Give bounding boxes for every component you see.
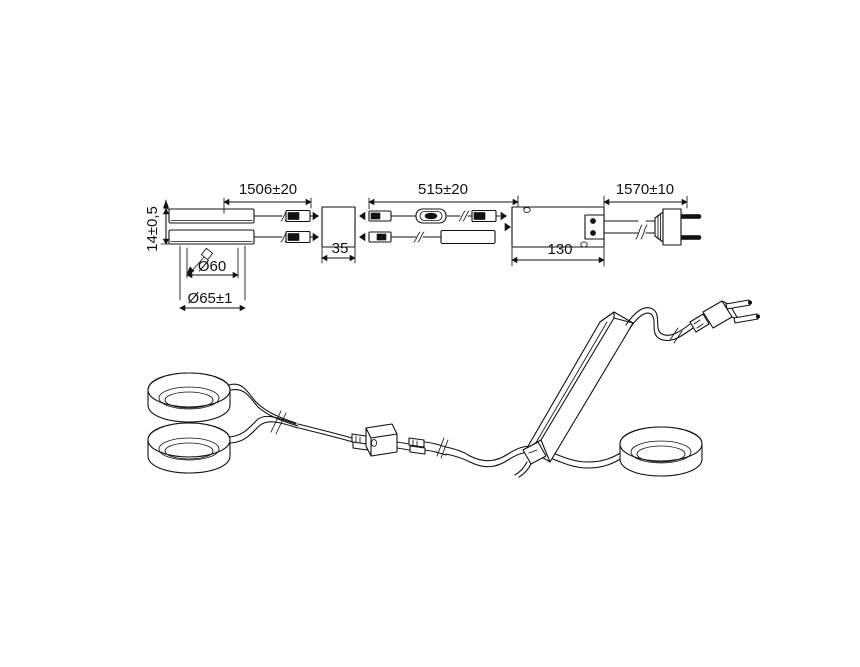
- dimension-inner-diameter: Ø60: [186, 247, 239, 279]
- dimension-label-driver-lead: 515±20: [418, 181, 468, 198]
- perspective-cabling-mid: [396, 437, 471, 463]
- led-driver: 130: [504, 206, 625, 267]
- connector-female-lower: [368, 231, 401, 243]
- assembly-perspective: [147, 299, 761, 478]
- perspective-mains-cord: [625, 307, 694, 344]
- dimension-label-inner-diameter: Ø60: [198, 258, 226, 275]
- mains-plug: [654, 208, 702, 246]
- perspective-led-puck-lower-left: [147, 422, 231, 474]
- perspective-mains-plug: [689, 299, 761, 333]
- dimension-lamp-thickness: 14±0,5: [144, 199, 170, 252]
- dimension-label-driver-width: 130: [547, 241, 572, 258]
- perspective-connector-left: [351, 433, 368, 451]
- dimension-label-mains-cord: 1570±10: [616, 181, 674, 198]
- cable-break-mains: [635, 224, 648, 240]
- dimension-junction-width: 35: [321, 240, 356, 264]
- inline-switch: [403, 208, 475, 224]
- mains-cord: [623, 220, 656, 240]
- led-puck-upper: [168, 208, 255, 224]
- dimension-label-lamp-thickness: 14±0,5: [144, 206, 161, 252]
- perspective-cabling-left: [228, 383, 354, 444]
- connector-male-upper-2: [471, 209, 508, 223]
- perspective-cable-break-left: [270, 410, 287, 435]
- cable-break-switch: [458, 210, 470, 222]
- secondary-lead: [399, 229, 496, 245]
- perspective-cable-break-mains: [669, 327, 683, 344]
- perspective-led-puck-upper-left: [147, 372, 231, 423]
- dimension-label-lead-length: 1506±20: [239, 181, 297, 198]
- diameter-dimension-block: Ø60 Ø65±1: [179, 245, 246, 312]
- perspective-led-driver: [514, 311, 634, 478]
- perspective-connector-mid: [408, 437, 426, 455]
- led-puck-lower: [168, 229, 255, 245]
- perspective-cable-break-mid: [436, 437, 449, 459]
- dimension-lead-length: 1506±20: [223, 181, 312, 214]
- dimension-driver-width: 130: [511, 241, 605, 267]
- top-dimensional-view: 14±0,5: [144, 181, 702, 312]
- connector-male-upper-1: [285, 209, 320, 223]
- connector-male-lower-1: [285, 230, 320, 244]
- perspective-led-puck-right: [619, 426, 703, 477]
- junction-box: 35: [321, 206, 366, 264]
- cable-break-secondary: [413, 231, 425, 243]
- dimension-label-junction-width: 35: [332, 240, 349, 257]
- dimension-driver-lead: 515±20: [368, 181, 519, 210]
- dimension-label-outer-diameter: Ø65±1: [188, 290, 233, 307]
- dimension-outer-diameter: Ø65±1: [179, 290, 246, 312]
- perspective-junction-box: [365, 423, 398, 457]
- connector-female-upper: [368, 210, 405, 222]
- dimension-mains-cord: 1570±10: [603, 181, 688, 209]
